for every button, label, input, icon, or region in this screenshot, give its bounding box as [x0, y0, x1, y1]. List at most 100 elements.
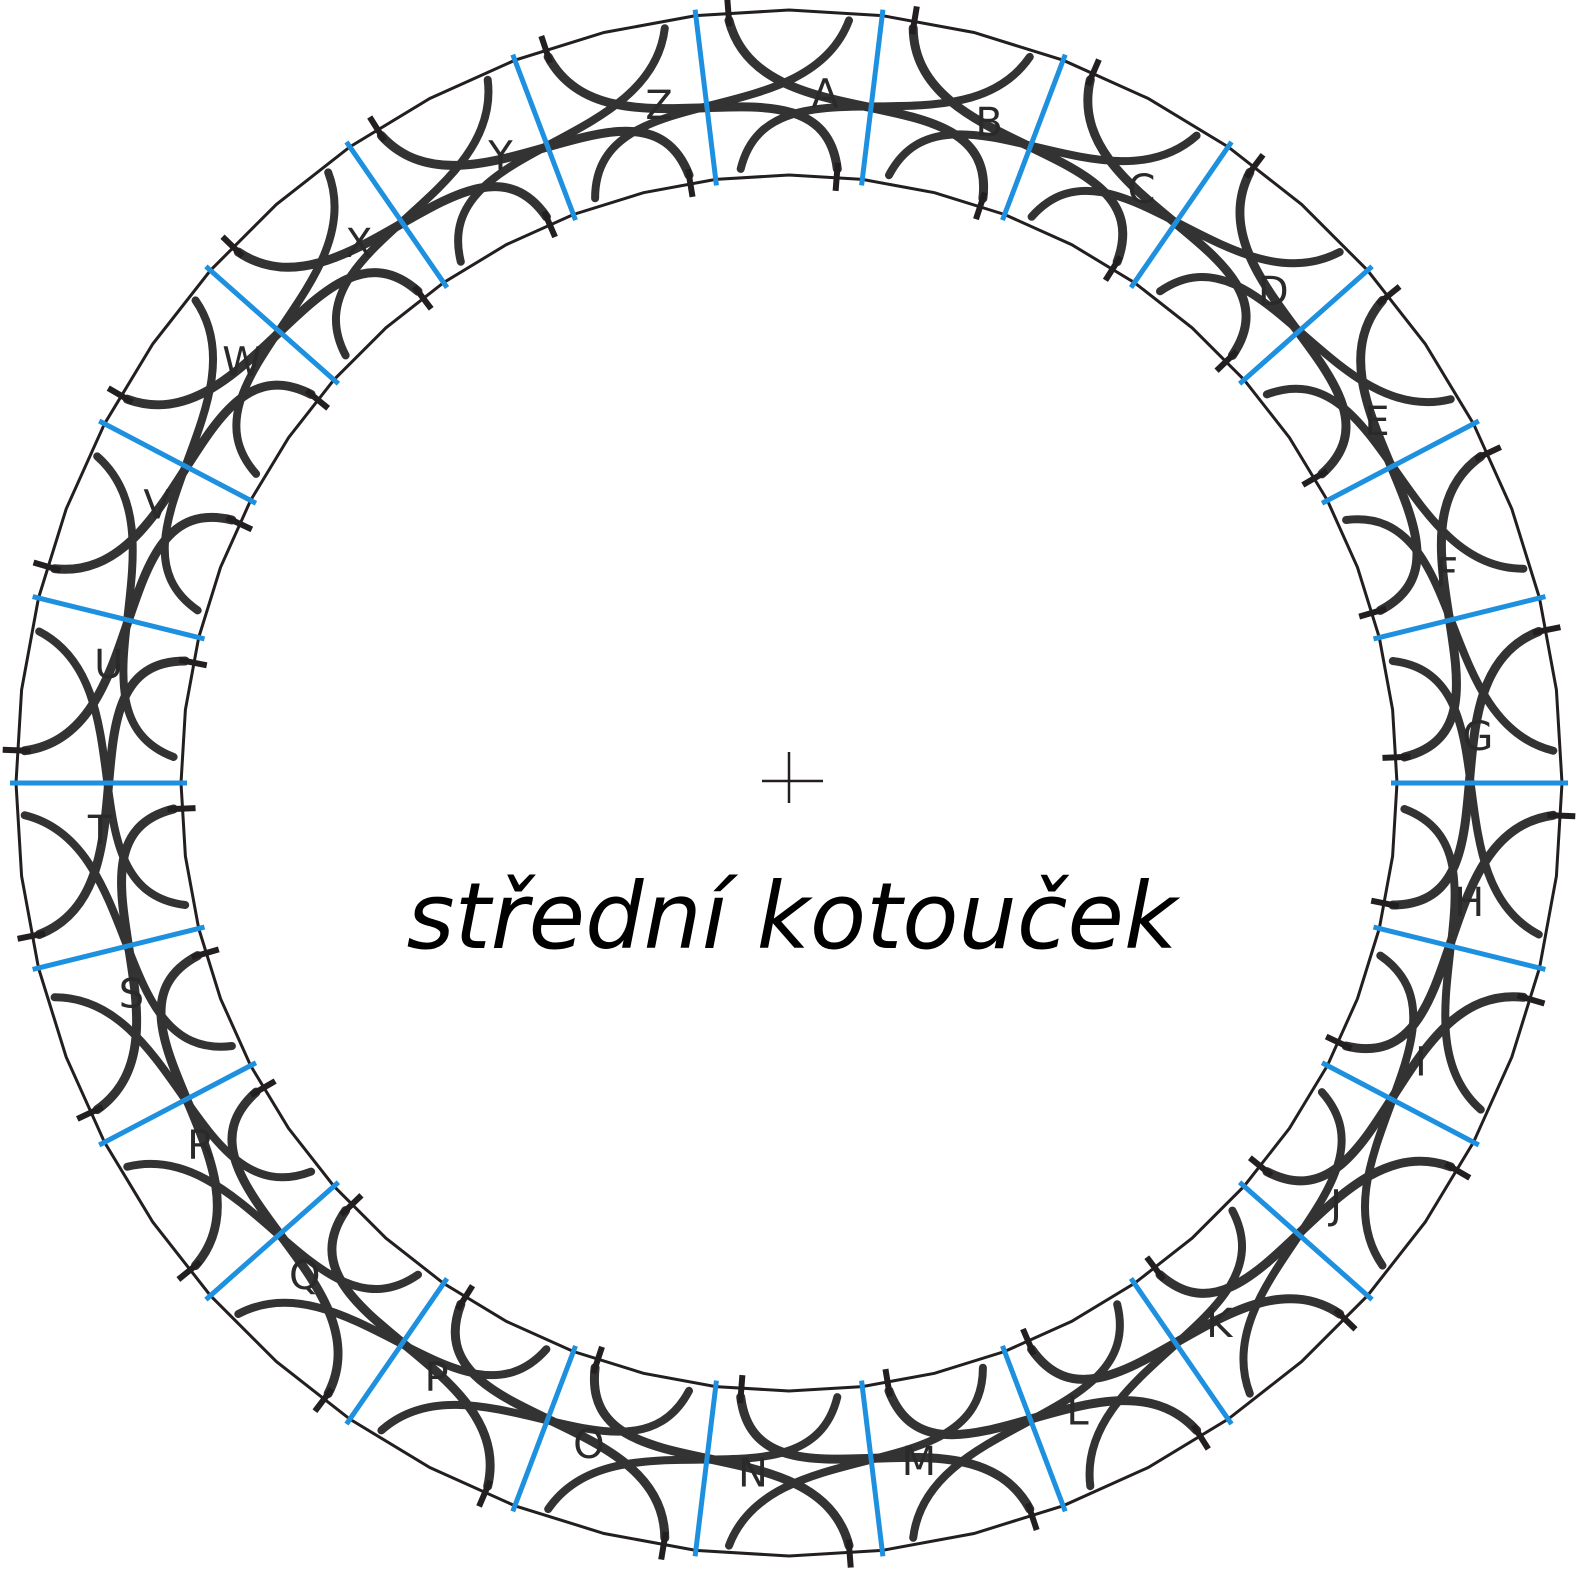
segment-divider — [1128, 140, 1234, 289]
segment-label-s: S — [119, 972, 144, 1018]
tick-mark — [411, 284, 434, 311]
tick-mark — [249, 1078, 277, 1098]
tick-mark — [1516, 992, 1546, 1007]
segment-label-l: L — [1066, 1388, 1089, 1434]
segment-label-n: N — [738, 1451, 768, 1497]
segment-divider — [98, 418, 258, 506]
segment-label-z: Z — [645, 83, 672, 129]
segment-divider — [1372, 924, 1546, 972]
tick-mark — [312, 1387, 335, 1414]
segment-label-b: B — [975, 100, 1002, 146]
segment-label-x: X — [345, 221, 372, 267]
segment-label-e: E — [1364, 399, 1389, 445]
tick-mark — [32, 559, 62, 574]
segment-divider — [1237, 1180, 1374, 1302]
tick-mark — [191, 946, 220, 961]
segment-divider — [344, 140, 450, 289]
tick-mark — [225, 514, 254, 533]
tick-mark — [658, 1531, 669, 1561]
tick-mark — [1144, 1255, 1167, 1282]
segment-label-m: M — [902, 1439, 937, 1485]
strand-curve — [1027, 187, 1344, 268]
tick-mark — [1474, 444, 1502, 462]
tick-mark — [1375, 284, 1402, 307]
center-mark — [762, 752, 823, 803]
segment-divider — [32, 594, 206, 642]
tick-mark — [2, 746, 31, 754]
segment-label-c: C — [1128, 167, 1156, 213]
tick-mark — [1370, 897, 1400, 910]
tick-mark — [1382, 753, 1411, 761]
segment-divider — [692, 9, 719, 186]
segment-label-t: T — [87, 808, 113, 854]
tick-mark — [76, 1104, 104, 1122]
tick-mark — [882, 1368, 893, 1398]
tick-mark — [1243, 152, 1266, 179]
strand-curve — [160, 296, 218, 615]
segment-divider — [344, 1277, 450, 1426]
tick-mark — [685, 168, 696, 198]
segment-label-i: I — [1415, 1039, 1427, 1085]
center-disc-label: střední kotouček — [407, 863, 1181, 970]
strand-curve — [234, 1298, 551, 1379]
strand-curve — [1239, 1088, 1346, 1398]
segment-label-a: A — [811, 71, 839, 117]
tick-mark — [724, 0, 733, 27]
tick-mark — [1025, 1502, 1040, 1531]
segment-label-f: F — [1435, 550, 1458, 596]
segment-divider — [692, 1380, 719, 1557]
segment-divider — [204, 1180, 341, 1302]
segment-label-v: V — [143, 483, 171, 529]
tick-mark — [1324, 1033, 1353, 1052]
segment-divider — [1372, 594, 1546, 642]
segment-label-d: D — [1258, 269, 1289, 315]
tick-mark — [16, 930, 46, 942]
tick-mark — [1532, 624, 1562, 636]
tick-mark — [167, 805, 196, 813]
short-tick-marks — [2, 0, 1576, 1568]
tick-mark — [1102, 255, 1123, 282]
tick-mark — [106, 385, 134, 405]
tick-mark — [367, 115, 388, 143]
tick-mark — [455, 1284, 476, 1311]
segment-divider — [1000, 53, 1068, 222]
tick-mark — [476, 1479, 493, 1508]
tick-mark — [590, 1345, 605, 1375]
segment-label-o: O — [573, 1422, 604, 1468]
tick-mark — [1214, 349, 1239, 373]
segment-divider — [1320, 1060, 1480, 1148]
tick-mark — [845, 1539, 854, 1568]
tick-mark — [1301, 468, 1329, 488]
segment-divider — [510, 53, 578, 222]
strand-curve — [232, 168, 339, 478]
tick-mark — [538, 35, 553, 64]
segment-divider — [1000, 1344, 1068, 1513]
tick-mark — [339, 1193, 364, 1217]
segment-label-k: K — [1206, 1301, 1234, 1347]
tick-mark — [304, 388, 331, 411]
segment-divider — [510, 1344, 578, 1513]
segment-divider — [98, 1060, 258, 1148]
tick-mark — [178, 656, 208, 669]
tick-mark — [737, 1374, 746, 1404]
segment-label-j: J — [1327, 1183, 1342, 1229]
tick-mark — [176, 1259, 203, 1282]
tick-mark — [1444, 1161, 1472, 1181]
segment-label-w: W — [222, 340, 262, 386]
segment-label-u: U — [94, 642, 123, 688]
tick-mark — [1547, 812, 1576, 820]
strand-curves — [20, 15, 1558, 1551]
tick-mark — [541, 210, 558, 239]
segment-divider — [1128, 1277, 1234, 1426]
tick-mark — [1190, 1423, 1211, 1451]
tick-mark — [220, 234, 245, 259]
segment-label-h: H — [1454, 880, 1484, 926]
tick-mark — [973, 191, 988, 221]
tick-mark — [1085, 58, 1102, 87]
segment-label-q: Q — [289, 1253, 320, 1299]
tick-mark — [832, 162, 841, 192]
tick-mark — [1247, 1155, 1274, 1178]
segment-dividers — [10, 9, 1568, 1557]
segment-divider — [32, 924, 206, 972]
